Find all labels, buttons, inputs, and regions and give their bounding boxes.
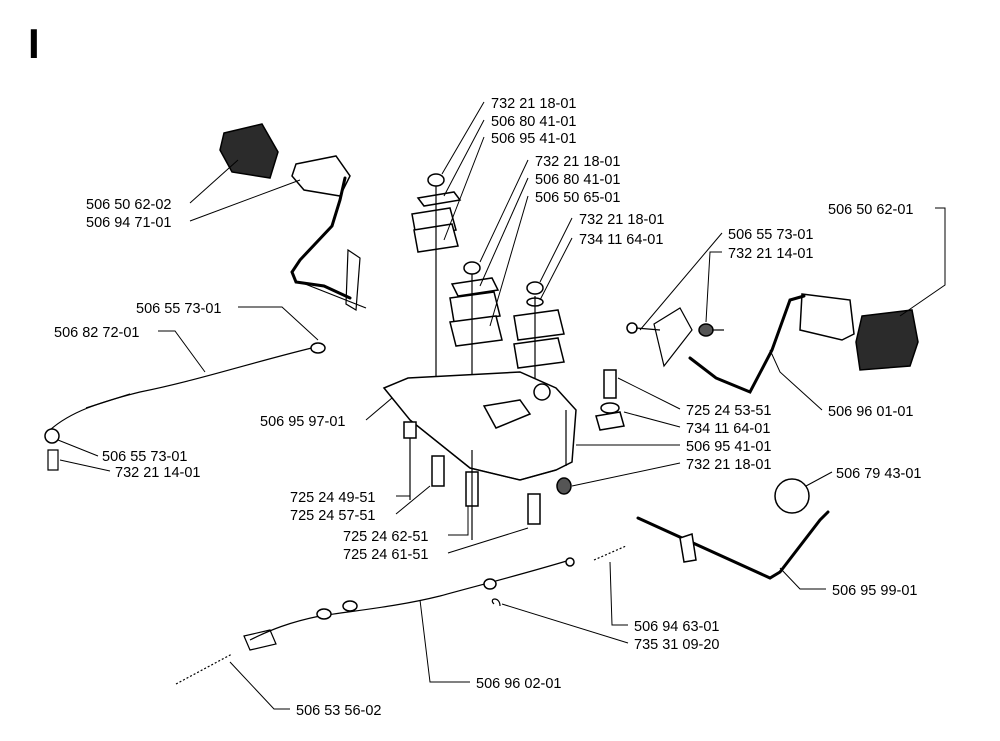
part-label: 734 11 64-01 (579, 232, 663, 248)
main-plate (382, 369, 625, 540)
part-label: 506 80 41-01 (491, 114, 576, 130)
part-label: 506 96 02-01 (476, 676, 561, 692)
bolt-right (603, 369, 617, 399)
part-label: 732 21 18-01 (686, 457, 771, 473)
part-label: 506 80 41-01 (535, 172, 620, 188)
pedal-pad-left (219, 123, 279, 179)
bottom-cable (175, 545, 627, 685)
cable-end-left (310, 342, 326, 354)
part-label: 506 95 41-01 (491, 131, 576, 147)
knob (774, 478, 810, 514)
nut-left (47, 449, 59, 471)
part-label: 735 31 09-20 (634, 637, 719, 653)
part-label: 725 24 61-51 (343, 547, 428, 563)
part-label: 506 50 65-01 (535, 190, 620, 206)
part-label: 732 21 18-01 (579, 212, 664, 228)
pedal-pad-right (855, 309, 919, 371)
part-label: 725 24 53-51 (686, 403, 771, 419)
part-label: 506 94 71-01 (86, 215, 171, 231)
part-label: 506 96 01-01 (828, 404, 913, 420)
part-label: 506 55 73-01 (136, 301, 221, 317)
part-label: 506 95 41-01 (686, 439, 771, 455)
part-label: 506 55 73-01 (728, 227, 813, 243)
pedal-bracket-right (653, 307, 693, 368)
part-labels: 732 21 18-01 506 80 41-01 506 95 41-01 7… (54, 96, 921, 719)
part-label: 506 95 97-01 (260, 414, 345, 430)
left-cable (44, 342, 326, 471)
left-pedal-assembly (219, 123, 367, 312)
part-label: 506 55 73-01 (102, 449, 187, 465)
part-label: 506 50 62-01 (828, 202, 913, 218)
part-label: 732 21 14-01 (115, 465, 200, 481)
bolt-2 (431, 455, 445, 487)
part-label: 725 24 49-51 (290, 490, 375, 506)
part-label: 734 11 64-01 (686, 421, 770, 437)
part-label: 506 94 63-01 (634, 619, 719, 635)
pedal-bracket-left (345, 248, 361, 312)
part-label: 732 21 18-01 (491, 96, 576, 112)
part-label: 506 53 56-02 (296, 703, 381, 719)
part-label: 725 24 57-51 (290, 508, 375, 524)
part-label: 732 21 14-01 (728, 246, 813, 262)
center-stack (411, 173, 565, 390)
leader-lines (57, 101, 946, 710)
part-label: 506 82 72-01 (54, 325, 139, 341)
pedal-arm-top-right (799, 293, 855, 341)
nut-plate (556, 477, 572, 495)
right-pedal-assembly (626, 293, 919, 394)
bolt-1 (403, 421, 417, 439)
bolt-4 (527, 493, 541, 525)
cable-clevis-left (44, 428, 60, 444)
part-label: 506 79 43-01 (836, 466, 921, 482)
part-label: 725 24 62-51 (343, 529, 428, 545)
part-label: 506 95 99-01 (832, 583, 917, 599)
lever-assembly (636, 478, 830, 580)
section-letter: I (28, 20, 40, 67)
part-label: 732 21 18-01 (535, 154, 620, 170)
part-label: 506 50 62-02 (86, 197, 171, 213)
